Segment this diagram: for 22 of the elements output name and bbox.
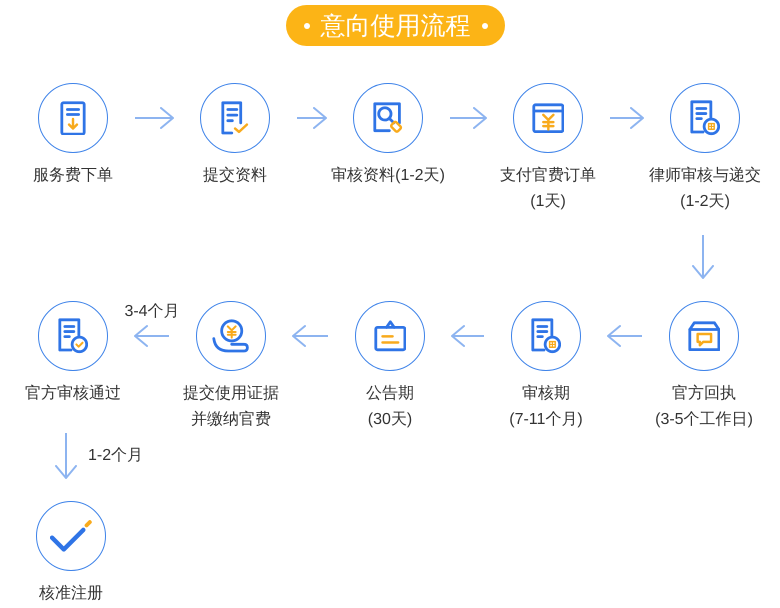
step-label: 公告期 (30天) (365, 384, 415, 430)
step-label: 审核资料(1-2天) (331, 166, 445, 186)
step-label: 提交资料 (203, 166, 267, 186)
step-label: 官方审核通过 (25, 384, 121, 404)
step-label: 核准注册 (39, 584, 103, 604)
arrow (450, 107, 487, 129)
step-label: 服务费下单 (33, 166, 113, 186)
arrow (297, 107, 327, 129)
arrow (135, 107, 174, 129)
arrow (610, 107, 644, 129)
arrow (134, 325, 169, 347)
step-label: 律师审核与递交 (1-2天) (648, 166, 762, 212)
arrow (292, 325, 328, 347)
arrow (692, 235, 714, 279)
arrow (607, 325, 642, 347)
title-text: 意向使用流程 (320, 10, 470, 40)
arrow (451, 325, 484, 347)
step-label: 审核期 (7-11个月) (508, 384, 584, 430)
step-label: 提交使用证据并缴纳官费 (182, 384, 280, 430)
arrow (55, 433, 77, 479)
step-label: 官方回执 (3-5个工作日) (654, 384, 754, 430)
step-label: 支付官费订单 (1天) (499, 166, 597, 212)
